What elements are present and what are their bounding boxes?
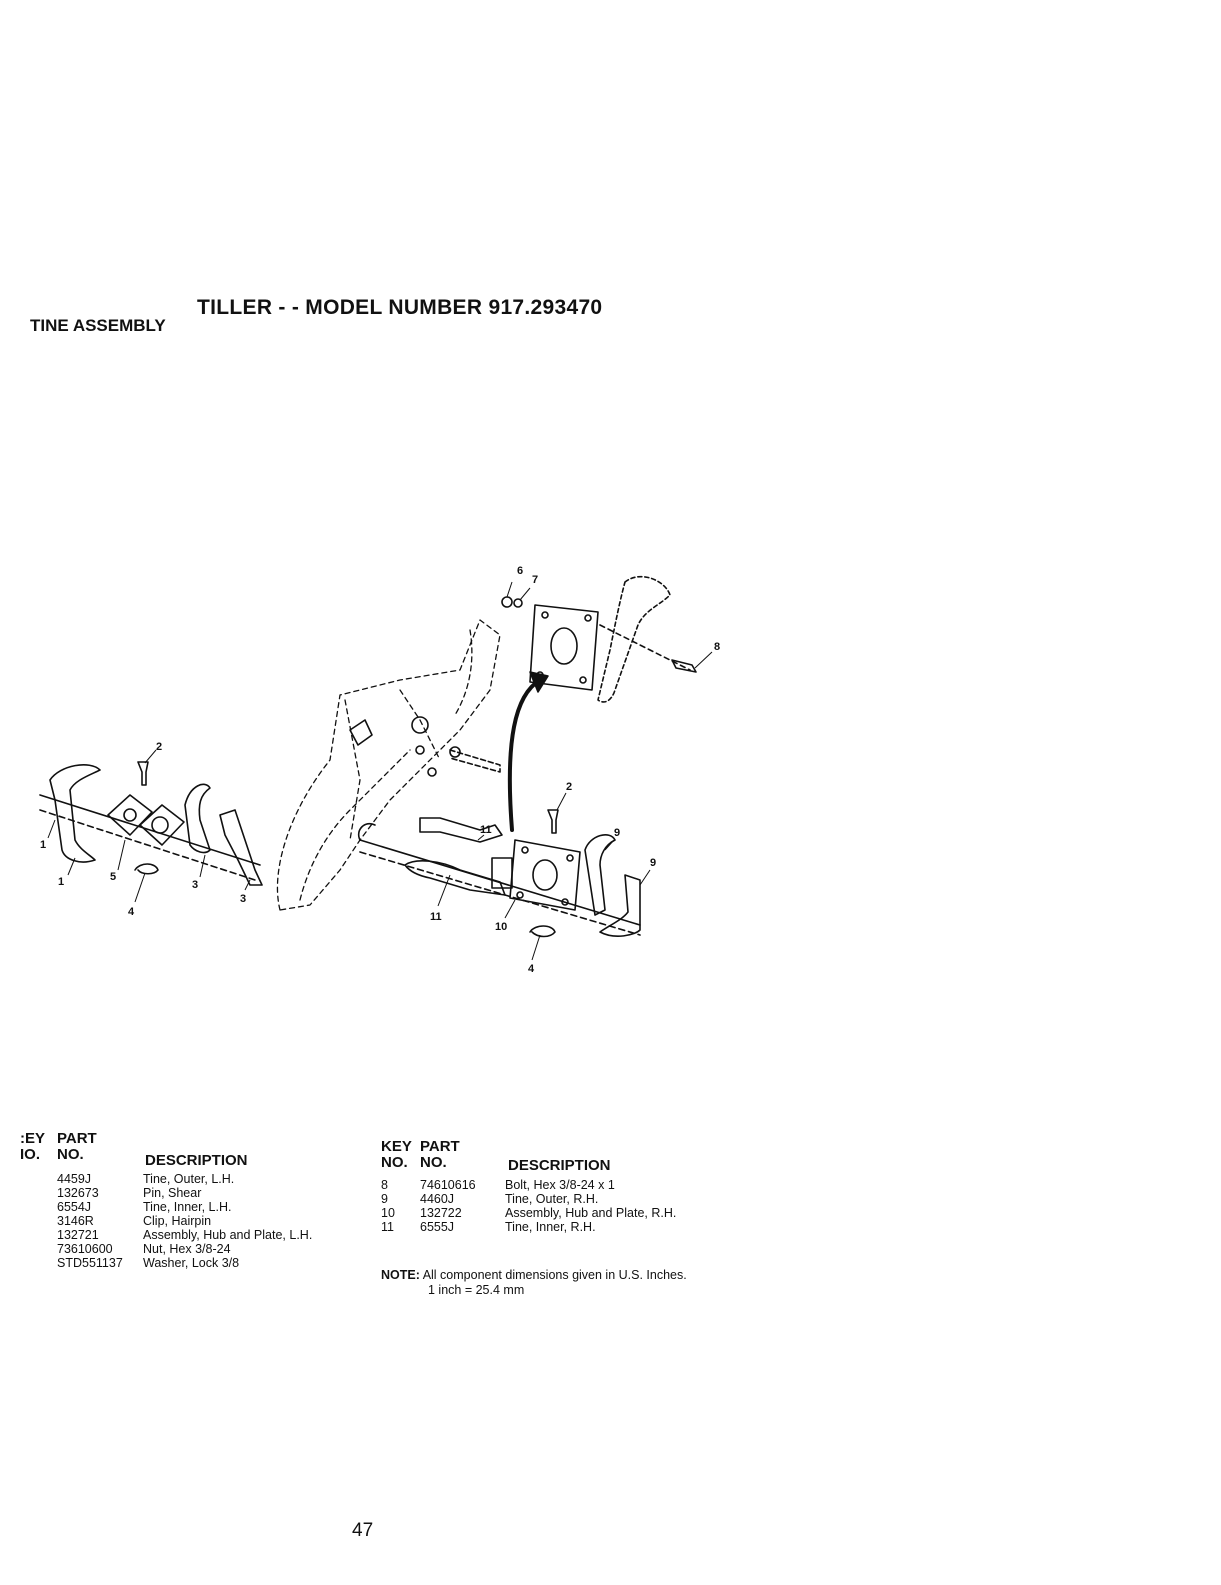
part-header-line1: PART [57,1130,97,1147]
part-number: 132721 [57,1228,99,1242]
left-hub-plate-2 [139,804,185,846]
left-hub-plate-1 [107,794,153,836]
callout-label: 8 [714,641,720,653]
description-header: DESCRIPTION [145,1152,248,1169]
key-header-line1: :EY [20,1130,46,1147]
housing-outline [276,619,501,911]
part-number: 4459J [57,1172,92,1186]
key-number: 10 [381,1206,395,1220]
part-description: Tine, Inner, R.H. [505,1220,596,1234]
part-description: Assembly, Hub and Plate, R.H. [505,1206,677,1220]
left-shear-pin [137,761,149,786]
part-number: 6555J [420,1220,455,1234]
part-description: Tine, Outer, R.H. [505,1192,599,1206]
bolt [671,659,697,673]
part-header-line2: NO. [420,1154,447,1171]
callout-label: 4 [528,963,535,975]
part-description: Clip, Hairpin [143,1214,212,1228]
part-description: Washer, Lock 3/8 [143,1256,240,1270]
callout-label: 2 [566,781,572,793]
key-header-line2: NO. [381,1154,408,1171]
part-number: 6554J [57,1200,92,1214]
part-number: 132673 [57,1186,99,1200]
left-inner-tine-2 [219,809,263,886]
part-description: Assembly, Hub and Plate, L.H. [143,1228,313,1242]
callout-label: 2 [156,741,162,753]
key-header-line1: KEY [381,1138,412,1155]
right-inner-tine-2 [404,860,506,896]
note-label: NOTE: [381,1268,420,1282]
right-hub-plate [509,839,581,911]
key-number: 11 [381,1220,394,1234]
section-title: TINE ASSEMBLY [30,316,166,335]
left-outer-tine [49,764,101,863]
left-inner-tine [184,783,211,854]
note-line2: 1 inch = 25.4 mm [428,1283,525,1297]
right-hairpin-clip [529,925,556,938]
callout-label: 10 [495,921,507,933]
right-inner-tine-1 [419,817,503,843]
part-description: Tine, Outer, L.H. [143,1172,235,1186]
part-header-line2: NO. [57,1146,84,1163]
part-number: 4460J [420,1192,455,1206]
key-number: 9 [381,1192,388,1206]
callout-label: 1 [58,876,64,888]
part-number: 3146R [57,1214,94,1228]
callout-label: 3 [240,893,246,905]
callout-label: 4 [128,906,135,918]
page-number: 47 [352,1520,374,1541]
callout-label: 3 [192,879,198,891]
note-block: NOTE: All component dimensions given in … [381,1268,687,1283]
part-description: Bolt, Hex 3/8-24 x 1 [505,1178,615,1192]
callout-label: 9 [614,827,620,839]
description-header: DESCRIPTION [508,1157,611,1174]
key-number: 8 [381,1178,388,1192]
callout-label: 1 [40,839,46,851]
page-title: TILLER - - MODEL NUMBER 917.293470 [197,296,603,319]
part-number: STD551137 [57,1256,123,1270]
callout-label: 7 [532,574,538,586]
part-description: Nut, Hex 3/8-24 [143,1242,231,1256]
left-hairpin-clip [134,863,159,875]
callout-label: 11 [430,911,442,923]
part-header-line1: PART [420,1138,460,1155]
right-shear-pin [547,809,559,834]
right-top-hub-plate [529,604,599,691]
tine-assembly-diagram: 6 7 8 2 1 1 5 4 3 3 11 2 9 9 11 10 4 [39,565,720,975]
housing-inner [299,749,411,901]
part-number: 74610616 [420,1178,476,1192]
callout-label: 11 [480,824,492,836]
part-number: 132722 [420,1206,462,1220]
right-top-tine [597,576,671,703]
assembly-arrow [507,678,542,832]
callout-label: 6 [517,565,523,577]
right-outer-tine-2 [599,874,641,937]
callout-label: 5 [110,871,116,883]
callout-label: 9 [650,857,656,869]
note-line1: All component dimensions given in U.S. I… [422,1268,687,1282]
right-outer-tine-1 [584,834,616,916]
part-description: Tine, Inner, L.H. [143,1200,232,1214]
part-description: Pin, Shear [143,1186,202,1200]
left-shaft [39,794,261,881]
part-number: 73610600 [57,1242,113,1256]
key-header-line2: IO. [20,1146,41,1163]
